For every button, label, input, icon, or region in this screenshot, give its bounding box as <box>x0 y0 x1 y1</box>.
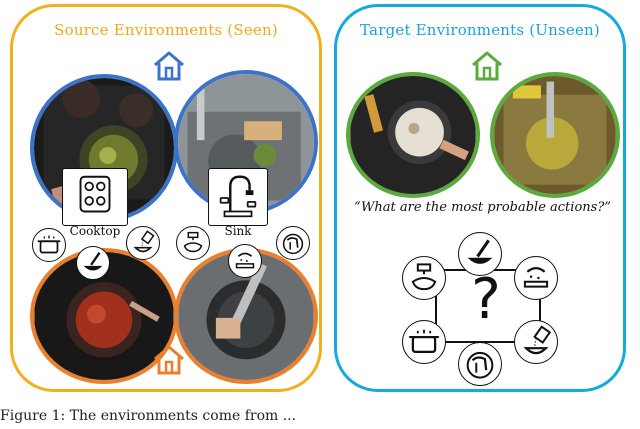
house-icon <box>470 50 504 82</box>
cooktop-label: Cooktop <box>69 224 121 238</box>
rinse-icon <box>514 256 558 300</box>
sink-icon <box>208 168 268 226</box>
question-mark: ? <box>471 267 501 332</box>
pour-icon <box>514 320 558 364</box>
house-icon <box>152 50 186 82</box>
pot-icon <box>32 228 66 262</box>
scrub-icon <box>458 342 502 386</box>
target-environments-panel: Target Environments (Unseen) <box>334 4 626 392</box>
cooktop-icon <box>62 168 128 226</box>
house-icon <box>152 344 186 376</box>
scrub-icon <box>276 226 310 260</box>
pour-icon <box>126 226 160 260</box>
stir-pan-icon <box>76 246 110 280</box>
rinse-icon <box>228 244 262 278</box>
stir-pan-icon <box>458 232 502 276</box>
wash-hands-icon <box>176 226 210 260</box>
wash-hands-icon <box>402 256 446 300</box>
target-panel-title: Target Environments (Unseen) <box>360 21 600 39</box>
photo-target-cooktop <box>346 72 480 198</box>
source-panel-title: Source Environments (Seen) <box>54 21 278 39</box>
photo-target-sink <box>490 72 620 198</box>
pot-icon <box>402 320 446 364</box>
sink-label: Sink <box>224 224 252 238</box>
figure-caption: Figure 1: The environments come from ... <box>0 408 297 424</box>
question-text: “What are the most probable actions?” <box>354 200 611 215</box>
